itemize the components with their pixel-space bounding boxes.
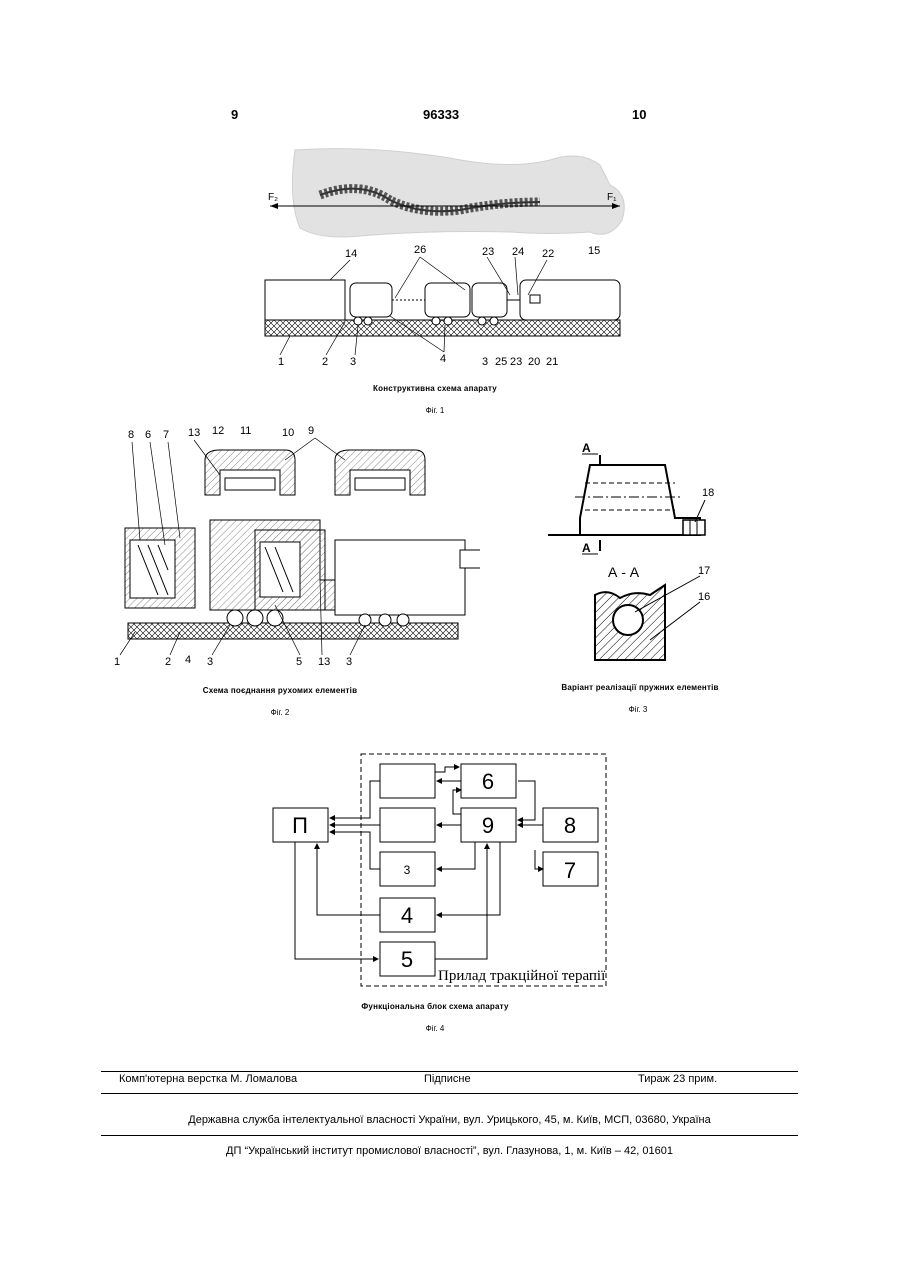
svg-text:3: 3 — [404, 863, 411, 877]
footer-rule-top — [101, 1071, 798, 1072]
block-1 — [380, 764, 435, 798]
svg-text:5: 5 — [401, 947, 413, 972]
svg-text:17: 17 — [698, 565, 710, 577]
patent-number: 96333 — [423, 107, 459, 122]
block-2 — [380, 808, 435, 842]
svg-text:6: 6 — [145, 429, 151, 441]
svg-text:3: 3 — [482, 356, 488, 368]
svg-text:4: 4 — [401, 903, 413, 928]
svg-text:13: 13 — [188, 427, 200, 439]
section-title: А - А — [608, 564, 640, 580]
fig4-label: Фіг. 4 — [400, 1024, 470, 1033]
svg-text:16: 16 — [698, 591, 710, 603]
svg-text:4: 4 — [440, 353, 446, 365]
device-label: Прилад тракційної терапії — [438, 968, 606, 984]
footer-rule-middle — [101, 1093, 798, 1094]
fig3-drawing: А А 18 А - А 17 16 — [540, 430, 740, 675]
svg-text:2: 2 — [322, 356, 328, 368]
footer-signed: Підписне — [424, 1073, 471, 1085]
svg-text:1: 1 — [114, 656, 120, 668]
fig2-drawing: 8 6 7 13 12 11 10 9 1 2 3 4 5 13 3 — [110, 420, 480, 675]
page-number-right: 10 — [632, 107, 646, 122]
fig1-drawing: F₂ F₁ 14 26 23 24 22 15 1 2 3 4 3 25 23 … — [250, 140, 640, 375]
footer-institute: ДП “Український інститут промислової вла… — [101, 1145, 798, 1157]
fig2-caption: Схема поєднання рухомих елементів — [170, 686, 390, 695]
svg-text:22: 22 — [542, 248, 554, 260]
footer-agency: Державна служба інтелектуальної власност… — [101, 1114, 798, 1126]
svg-text:15: 15 — [588, 245, 600, 257]
svg-text:5: 5 — [296, 656, 302, 668]
svg-text:7: 7 — [163, 429, 169, 441]
svg-text:П: П — [292, 813, 308, 838]
svg-text:10: 10 — [282, 427, 294, 439]
svg-text:24: 24 — [512, 246, 524, 258]
svg-text:1: 1 — [278, 356, 284, 368]
page-number-left: 9 — [231, 107, 238, 122]
force-f1-label: F₁ — [607, 192, 617, 203]
fig2-label: Фіг. 2 — [245, 708, 315, 717]
svg-text:25: 25 — [495, 356, 507, 368]
svg-text:18: 18 — [702, 487, 714, 499]
svg-text:3: 3 — [346, 656, 352, 668]
fig3-label: Фіг. 3 — [603, 705, 673, 714]
svg-text:9: 9 — [482, 813, 494, 838]
fig4-caption: Функціональна блок схема апарату — [310, 1002, 560, 1011]
svg-text:8: 8 — [128, 429, 134, 441]
section-marker-bottom: А — [582, 541, 591, 555]
svg-text:14: 14 — [345, 248, 357, 260]
svg-text:3: 3 — [207, 656, 213, 668]
svg-text:23: 23 — [510, 356, 522, 368]
section-marker-top: А — [582, 441, 591, 455]
svg-text:12: 12 — [212, 425, 224, 437]
svg-text:3: 3 — [350, 356, 356, 368]
svg-text:21: 21 — [546, 356, 558, 368]
svg-text:13: 13 — [318, 656, 330, 668]
fig4-diagram: П 3 4 5 6 9 8 7 Прилад тракційної терапі… — [265, 750, 610, 992]
footer-rule-bottom — [101, 1135, 798, 1136]
svg-text:4: 4 — [185, 654, 191, 666]
fig1-label: Фіг. 1 — [400, 406, 470, 415]
svg-text:2: 2 — [165, 656, 171, 668]
fig3-caption: Варіант реалізації пружних елементів — [540, 683, 740, 692]
footer-circulation: Тираж 23 прим. — [638, 1073, 717, 1085]
svg-text:23: 23 — [482, 246, 494, 258]
svg-text:20: 20 — [528, 356, 540, 368]
svg-text:9: 9 — [308, 425, 314, 437]
svg-text:26: 26 — [414, 244, 426, 256]
fig1-caption: Конструктивна схема апарату — [300, 384, 570, 393]
footer-layout-credit: Комп'ютерна верстка М. Ломалова — [119, 1073, 297, 1085]
svg-text:6: 6 — [482, 769, 494, 794]
svg-text:11: 11 — [240, 425, 251, 437]
svg-text:7: 7 — [564, 858, 576, 883]
force-f2-label: F₂ — [268, 192, 278, 203]
svg-text:8: 8 — [564, 813, 576, 838]
